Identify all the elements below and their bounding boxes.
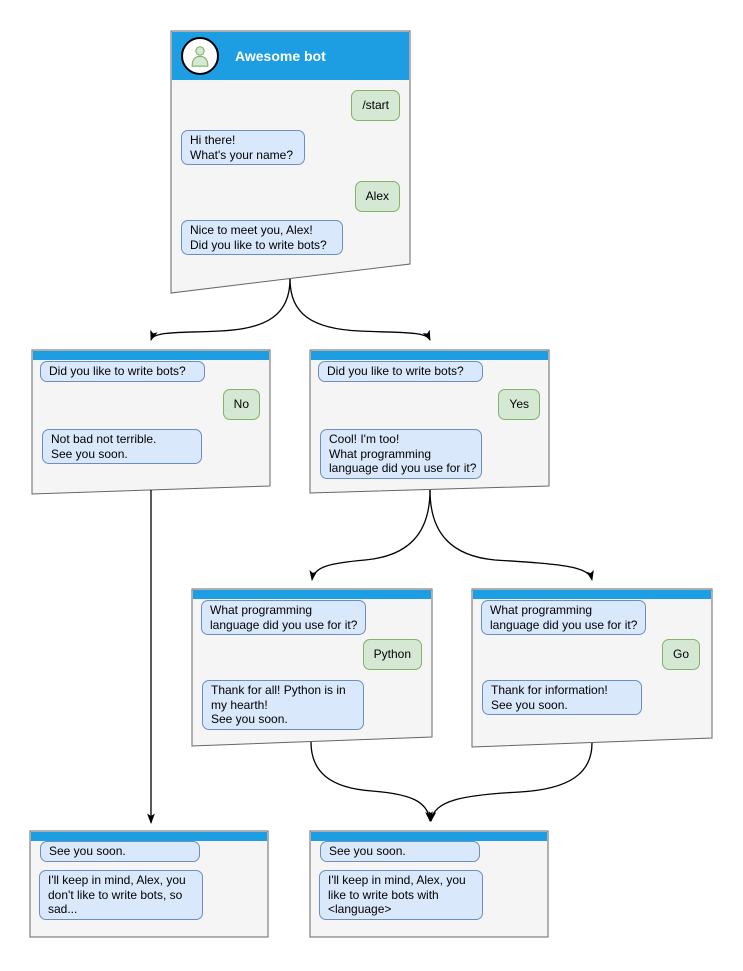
chat-window-end-yes: See you soon. I'll keep in mind, Alex, y… bbox=[310, 831, 548, 937]
chat-window-lang-go: What programming language did you use fo… bbox=[472, 589, 712, 747]
bot-message-bubble: I'll keep in mind, Alex, you like to wri… bbox=[319, 870, 483, 920]
chat-window-end-no: See you soon. I'll keep in mind, Alex, y… bbox=[30, 831, 268, 937]
chat-window-branch-yes: Did you like to write bots? Yes Cool! I'… bbox=[310, 350, 549, 493]
chat-window-branch-no: Did you like to write bots? No Not bad n… bbox=[32, 350, 270, 494]
bot-message-bubble: Cool! I'm too! What programming language… bbox=[320, 429, 482, 479]
arrow-yes-to-python bbox=[309, 489, 431, 582]
user-message-bubble: Python bbox=[362, 639, 422, 670]
user-message-bubble: /start bbox=[351, 90, 400, 121]
arrow-start-to-yes bbox=[289, 278, 431, 341]
user-message-bubble: Yes bbox=[498, 389, 540, 420]
arrow-go-to-end bbox=[428, 742, 593, 823]
bot-message-bubble: See you soon. bbox=[40, 841, 200, 862]
chat-window-start: Awesome bot /start Hi there! What's your… bbox=[171, 31, 410, 293]
window-titlebar bbox=[33, 351, 269, 360]
bot-message-bubble: Hi there! What's your name? bbox=[181, 130, 305, 165]
bot-message-bubble: Did you like to write bots? bbox=[318, 361, 483, 382]
bot-message-bubble: What programming language did you use fo… bbox=[201, 600, 366, 635]
user-message-bubble: No bbox=[222, 389, 260, 420]
bot-message-bubble: What programming language did you use fo… bbox=[481, 600, 646, 635]
bot-message-bubble: Not bad not terrible. See you soon. bbox=[42, 429, 202, 464]
window-titlebar bbox=[193, 590, 431, 599]
arrow-python-to-end bbox=[310, 741, 433, 823]
window-titlebar bbox=[31, 832, 267, 841]
arrow-yes-to-go bbox=[429, 489, 594, 582]
avatar bbox=[181, 37, 219, 75]
bot-message-bubble: See you soon. bbox=[320, 841, 480, 862]
user-message-bubble: Go bbox=[661, 639, 700, 670]
arrow-start-to-no bbox=[150, 278, 291, 341]
person-icon bbox=[191, 46, 209, 67]
window-titlebar bbox=[311, 832, 547, 841]
bot-message-bubble: Nice to meet you, Alex! Did you like to … bbox=[181, 220, 343, 255]
window-titlebar bbox=[311, 351, 548, 360]
user-message-bubble: Alex bbox=[354, 181, 400, 212]
window-header: Awesome bot bbox=[172, 32, 409, 80]
bot-message-bubble: Thank for information! See you soon. bbox=[482, 680, 642, 715]
window-titlebar bbox=[473, 590, 711, 599]
bot-message-bubble: Thank for all! Python is in my hearth! S… bbox=[202, 680, 364, 730]
chat-window-lang-python: What programming language did you use fo… bbox=[192, 589, 432, 746]
bot-message-bubble: Did you like to write bots? bbox=[40, 361, 205, 382]
window-title: Awesome bot bbox=[235, 48, 326, 64]
bot-message-bubble: I'll keep in mind, Alex, you don't like … bbox=[39, 870, 203, 920]
